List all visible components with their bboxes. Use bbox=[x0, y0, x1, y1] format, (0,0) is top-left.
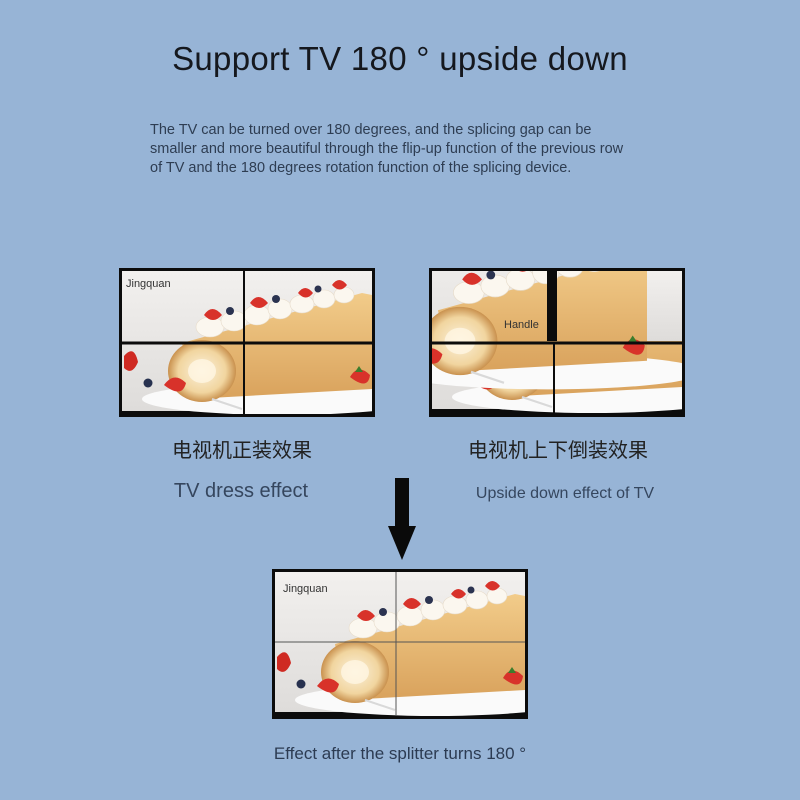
cake-image-split bbox=[432, 271, 682, 414]
page-description: The TV can be turned over 180 degrees, a… bbox=[150, 122, 624, 176]
result-caption: Effect after the splitter turns 180 ° bbox=[273, 744, 527, 763]
cake-image bbox=[122, 271, 372, 414]
normal-caption-cn: 电视机正装效果 bbox=[172, 438, 312, 462]
brand-label: Jingquan bbox=[126, 278, 171, 290]
cake-image-result bbox=[275, 572, 525, 716]
page-title: Support TV 180 ° upside down bbox=[172, 40, 628, 77]
tv-result-panel: Jingquan bbox=[272, 569, 528, 719]
tv-normal-panel: Jingquan bbox=[119, 268, 375, 417]
upside-caption-cn: 电视机上下倒装效果 bbox=[468, 438, 648, 462]
upside-caption-en: Upside down effect of TV bbox=[475, 485, 655, 502]
arrow-down-icon bbox=[388, 478, 416, 560]
normal-caption-en: TV dress effect bbox=[173, 480, 309, 502]
brand-label-result: Jingquan bbox=[283, 583, 328, 595]
handle-label: Handle bbox=[504, 319, 539, 331]
tv-upside-down-panel: Handle bbox=[429, 268, 685, 417]
